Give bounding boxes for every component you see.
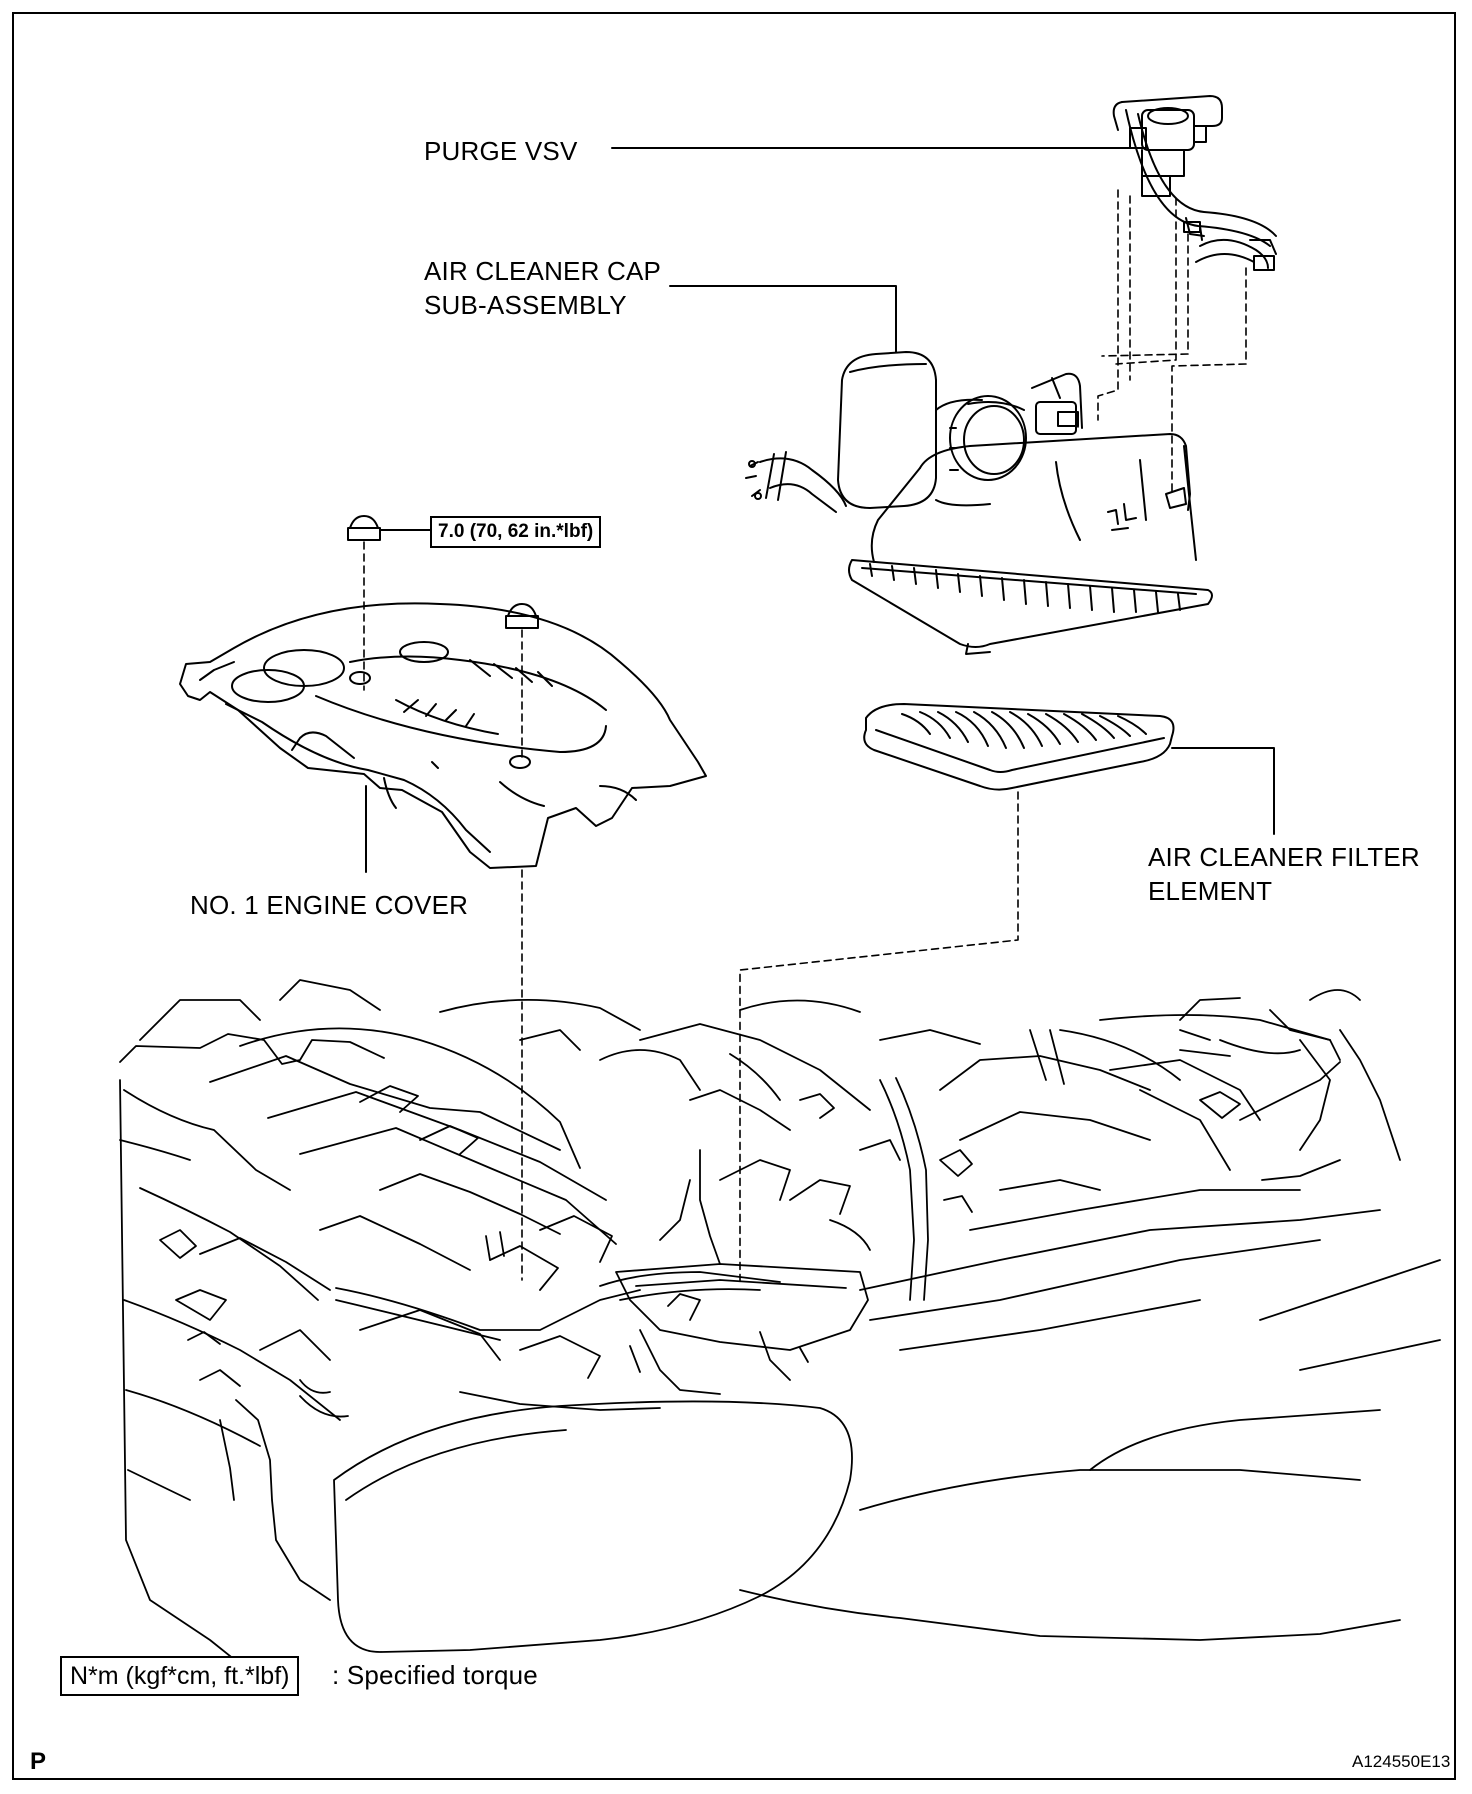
installation-dashed-lines bbox=[363, 189, 1247, 1283]
label-air-cleaner-cap-line2: SUB-ASSEMBLY bbox=[424, 290, 627, 320]
leader-air-cleaner-cap bbox=[669, 285, 897, 353]
engine-bay-drawing bbox=[119, 979, 1441, 1681]
air-cleaner-cap-drawing bbox=[745, 351, 1213, 655]
air-filter-element-drawing bbox=[863, 703, 1175, 791]
torque-spec-box: 7.0 (70, 62 in.*lbf) bbox=[430, 516, 602, 548]
label-purge-vsv: PURGE VSV bbox=[424, 136, 578, 166]
label-filter-element-line1: AIR CLEANER FILTER bbox=[1148, 842, 1420, 872]
label-engine-cover: NO. 1 ENGINE COVER bbox=[190, 890, 469, 920]
leader-lines bbox=[365, 147, 1275, 873]
page-letter: P bbox=[30, 1748, 47, 1775]
legend-description: : Specified torque bbox=[332, 1660, 538, 1690]
legend-unit-box: N*m (kgf*cm, ft.*lbf) bbox=[60, 1656, 300, 1696]
label-air-cleaner-cap-line1: AIR CLEANER CAP bbox=[424, 256, 662, 286]
label-filter-element-line2: ELEMENT bbox=[1148, 876, 1273, 906]
engine-cover-drawing bbox=[179, 602, 707, 869]
leader-filter-element bbox=[1171, 747, 1275, 835]
purge-vsv-drawing bbox=[1112, 95, 1277, 271]
cover-nut-drawings bbox=[347, 515, 539, 629]
figure-id: A124550E13 bbox=[1352, 1752, 1451, 1771]
diagram-frame bbox=[12, 12, 1456, 1780]
